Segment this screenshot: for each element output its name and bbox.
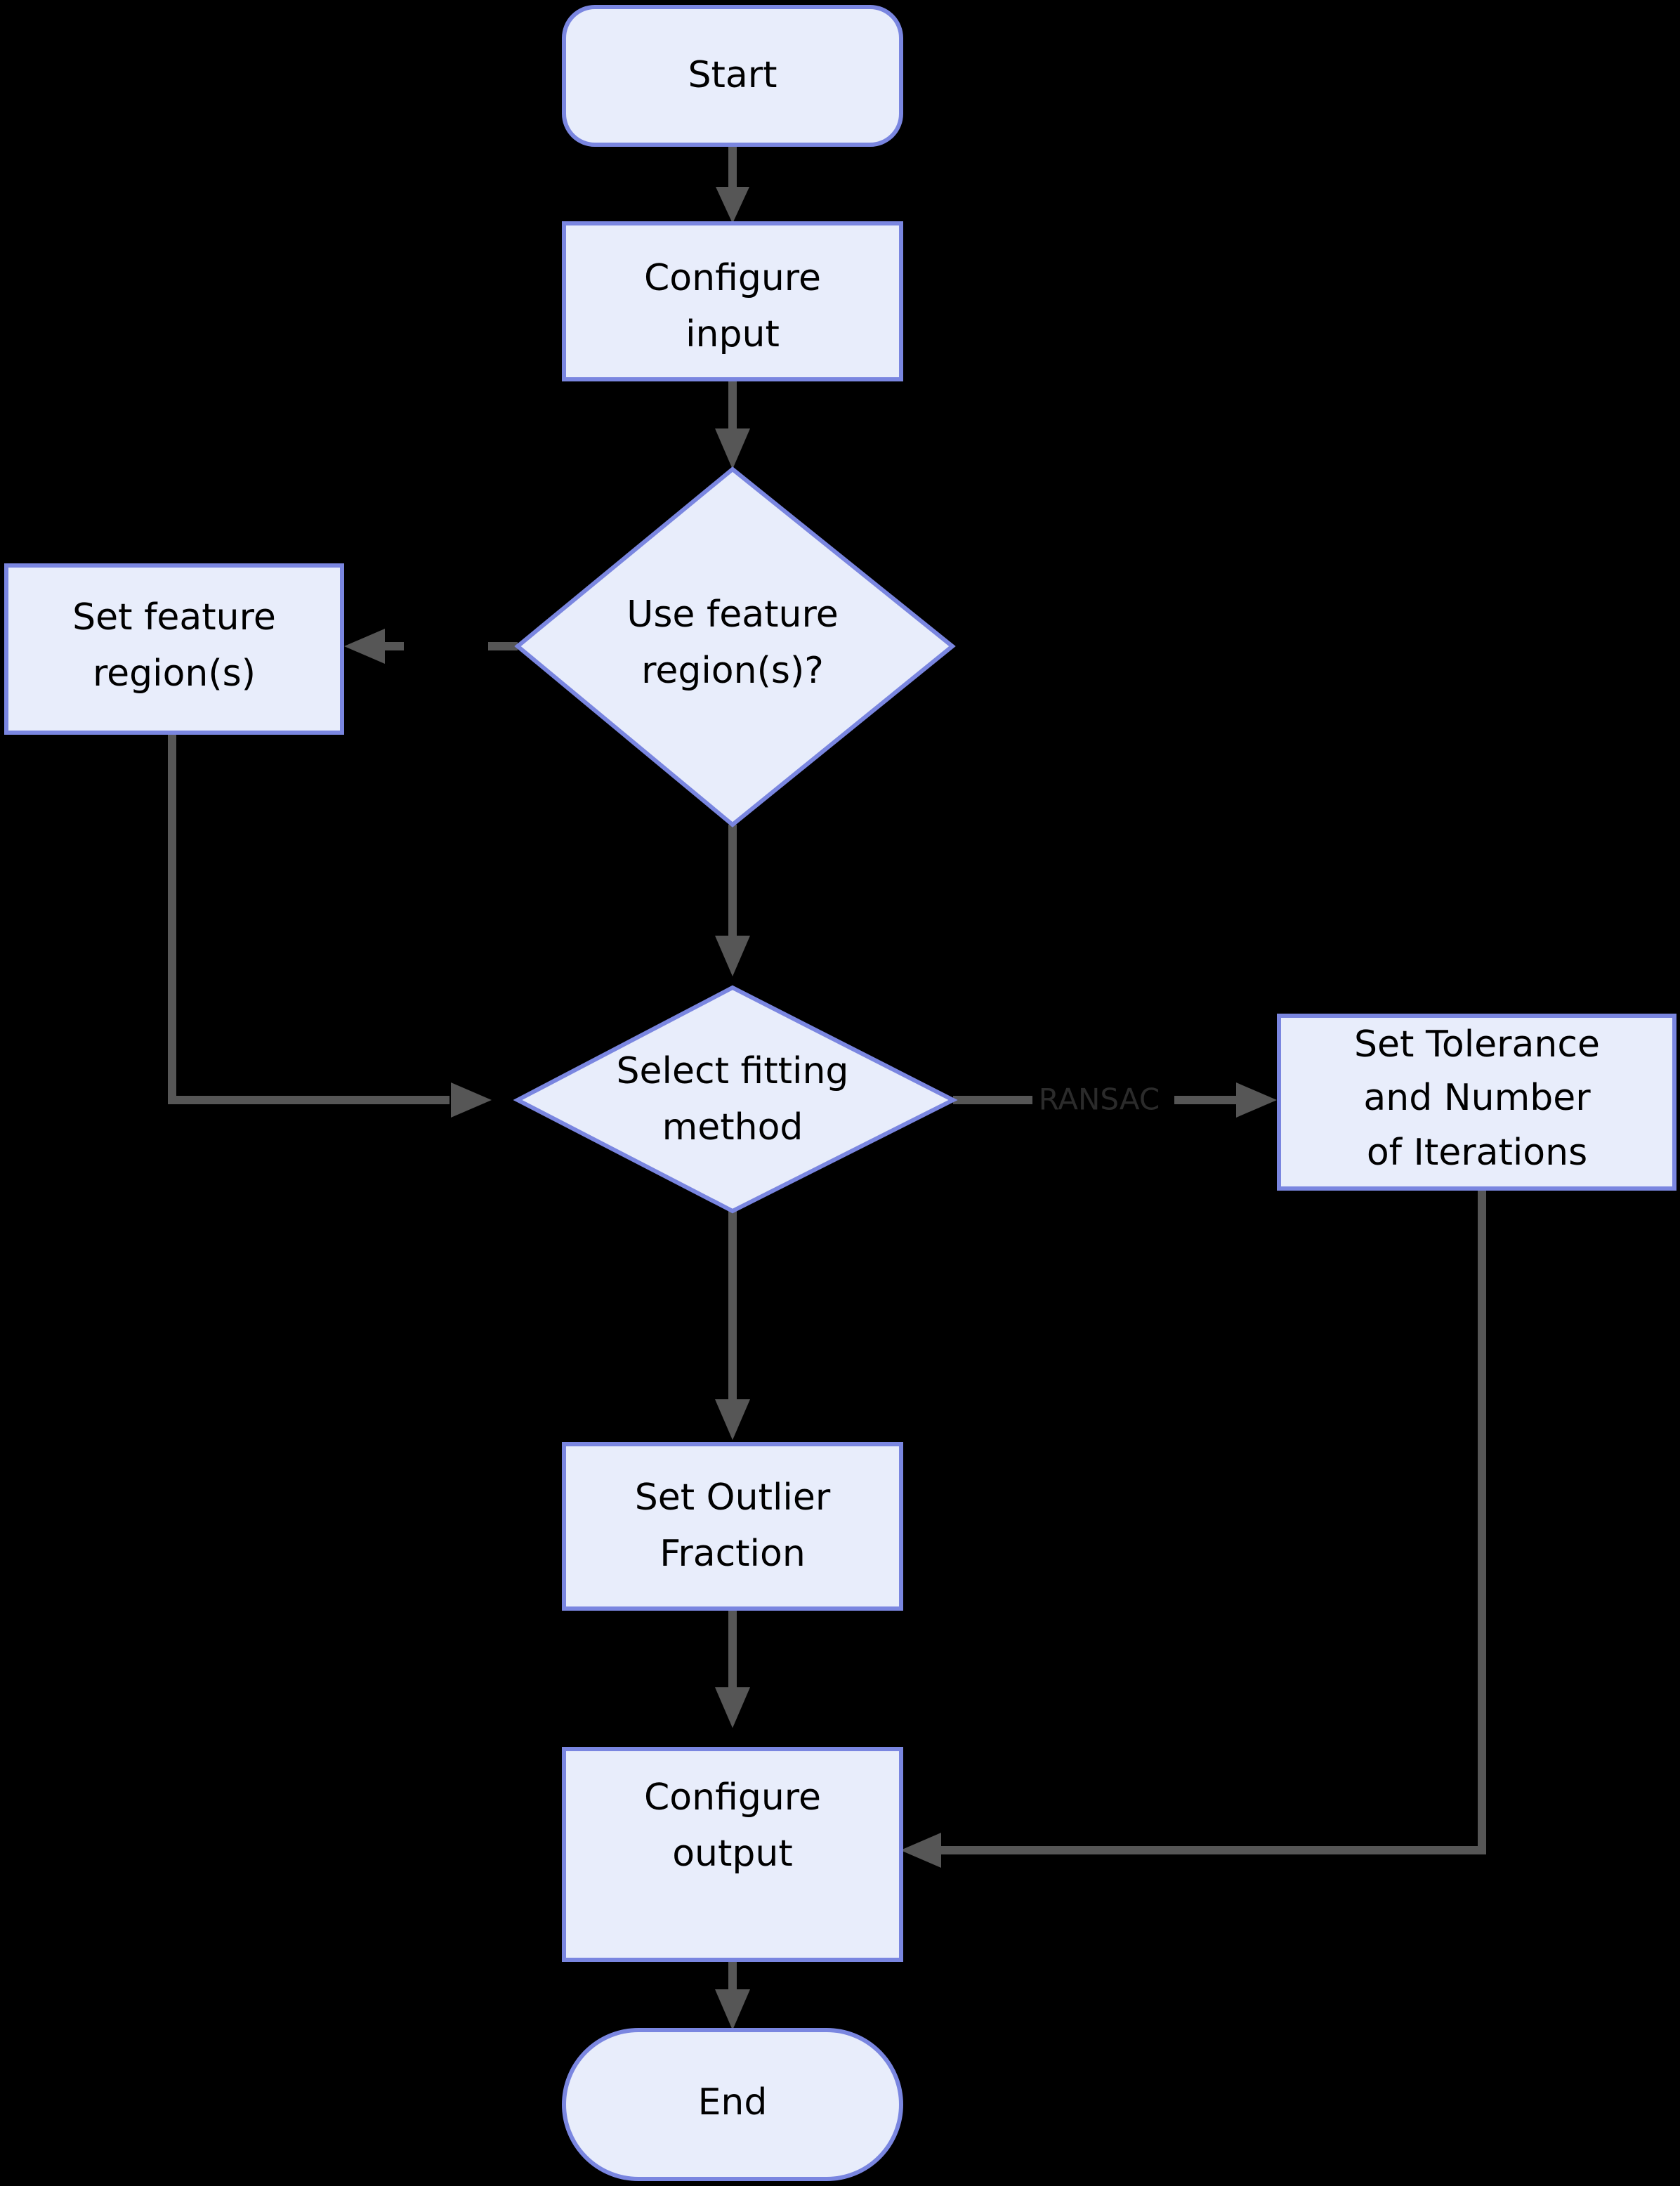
- node-configure-output-label-line2: output: [672, 1833, 793, 1875]
- node-use-feature-regions-label-line1: Use feature: [626, 594, 838, 636]
- node-set-outlier-fraction-label-line1: Set Outlier: [635, 1477, 831, 1519]
- edge-select-fitting-method-to-set-outlier-fraction: [715, 1211, 750, 1440]
- node-set-outlier-fraction-shape[interactable]: [562, 1442, 903, 1611]
- arrowhead-icon: [715, 936, 750, 976]
- edge-start-to-configure-input: [716, 145, 749, 223]
- node-set-tolerance-iterations[interactable]: Set Tolerance and Number of Iterations: [1277, 1014, 1676, 1191]
- node-set-feature-regions-shape[interactable]: [4, 563, 344, 735]
- edge-line: [941, 1189, 1486, 1854]
- node-select-fitting-method-shape[interactable]: [513, 985, 958, 1214]
- arrowhead-icon: [715, 1687, 750, 1728]
- edge-set-tolerance-to-configure-output: [900, 1189, 1486, 1868]
- edge-set-feature-regions-to-select-fitting-method: [168, 733, 492, 1118]
- edge-use-feature-regions-to-select-fitting-method: [715, 825, 750, 976]
- node-start-shape[interactable]: [562, 5, 903, 147]
- node-start[interactable]: Start: [562, 5, 903, 147]
- node-set-tolerance-iterations-label-line3: of Iterations: [1367, 1132, 1587, 1174]
- arrowhead-icon: [900, 1833, 941, 1868]
- edge-select-fitting-method-to-set-tolerance: RANSAC: [953, 1082, 1277, 1118]
- node-configure-input-label-line1: Configure: [644, 257, 821, 299]
- arrowhead-icon: [1236, 1082, 1277, 1118]
- node-configure-input-shape[interactable]: [562, 221, 903, 381]
- node-select-fitting-method[interactable]: Select fitting method: [513, 985, 958, 1214]
- node-set-outlier-fraction-label-line2: Fraction: [659, 1533, 806, 1575]
- node-set-tolerance-iterations-label-line2: and Number: [1363, 1077, 1591, 1119]
- arrowhead-icon: [715, 1399, 750, 1440]
- node-configure-output[interactable]: Configure output: [562, 1747, 903, 1962]
- arrowhead-icon: [451, 1082, 492, 1118]
- edge-use-feature-regions-to-set-feature-regions: [344, 629, 518, 664]
- edge-line: [168, 733, 449, 1104]
- node-use-feature-regions[interactable]: Use feature region(s)?: [514, 466, 956, 827]
- node-set-feature-regions-label-line2: region(s): [93, 653, 256, 695]
- node-start-label: Start: [688, 54, 777, 96]
- node-end[interactable]: End: [562, 2028, 903, 2181]
- node-set-feature-regions[interactable]: Set feature region(s): [4, 563, 344, 735]
- node-set-feature-regions-label-line1: Set feature: [72, 596, 276, 639]
- node-select-fitting-method-label-line1: Select fitting: [617, 1050, 849, 1092]
- arrowhead-icon: [344, 629, 385, 664]
- node-configure-input-label-line2: input: [685, 313, 780, 355]
- node-set-outlier-fraction[interactable]: Set Outlier Fraction: [562, 1442, 903, 1611]
- node-configure-output-shape[interactable]: [562, 1747, 903, 1962]
- edge-label-ransac: RANSAC: [1039, 1082, 1160, 1117]
- arrowhead-icon: [715, 1989, 750, 2030]
- node-use-feature-regions-shape[interactable]: [514, 466, 956, 827]
- node-select-fitting-method-label-line2: method: [662, 1106, 803, 1148]
- node-end-shape[interactable]: [562, 2028, 903, 2181]
- node-set-tolerance-iterations-shape[interactable]: [1277, 1014, 1676, 1191]
- edge-configure-input-to-use-feature-regions: [715, 379, 750, 469]
- node-set-tolerance-iterations-label-line1: Set Tolerance: [1354, 1023, 1600, 1066]
- edge-set-outlier-fraction-to-configure-output: [715, 1609, 750, 1728]
- arrowhead-icon: [715, 428, 750, 469]
- node-use-feature-regions-label-line2: region(s)?: [641, 650, 824, 692]
- arrowhead-icon: [716, 187, 749, 223]
- edge-configure-output-to-end: [715, 1960, 750, 2030]
- node-configure-input[interactable]: Configure input: [562, 221, 903, 381]
- node-configure-output-label-line1: Configure: [644, 1776, 821, 1819]
- node-end-label: End: [698, 2081, 768, 2123]
